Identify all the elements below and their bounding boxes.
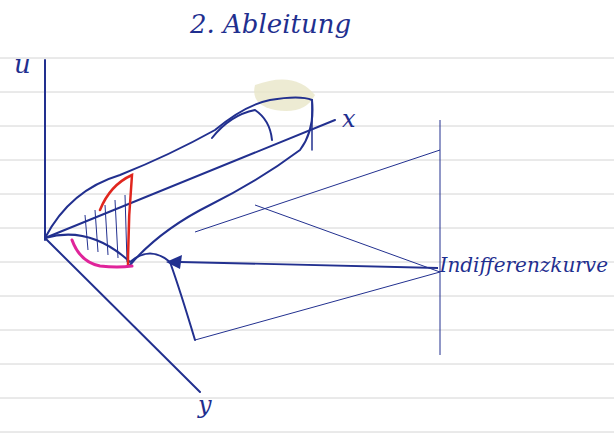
section-curve xyxy=(100,175,132,265)
axis-label: y xyxy=(198,392,212,418)
surface-side-edge xyxy=(130,100,313,265)
x-axis xyxy=(45,120,335,238)
surface-bump xyxy=(212,110,272,140)
callout-label: Indifferenzkurve xyxy=(440,254,609,276)
ruled-lines xyxy=(0,58,614,432)
axis-label: u xyxy=(14,50,31,79)
leader-arrowhead xyxy=(166,255,182,269)
paper-smudge xyxy=(254,79,315,111)
page-title: 2. Ableitung xyxy=(190,10,351,39)
construction-lines xyxy=(195,120,440,355)
y-axis xyxy=(45,238,200,392)
leader-line xyxy=(180,262,438,268)
hatching xyxy=(85,195,127,262)
surface-outline xyxy=(45,98,313,341)
surface-drop xyxy=(311,102,313,150)
axis-label: x xyxy=(342,106,356,132)
u-axis xyxy=(44,60,46,240)
surface-front-edge xyxy=(45,235,195,340)
axes xyxy=(45,60,335,392)
indifference-curve xyxy=(72,240,132,267)
